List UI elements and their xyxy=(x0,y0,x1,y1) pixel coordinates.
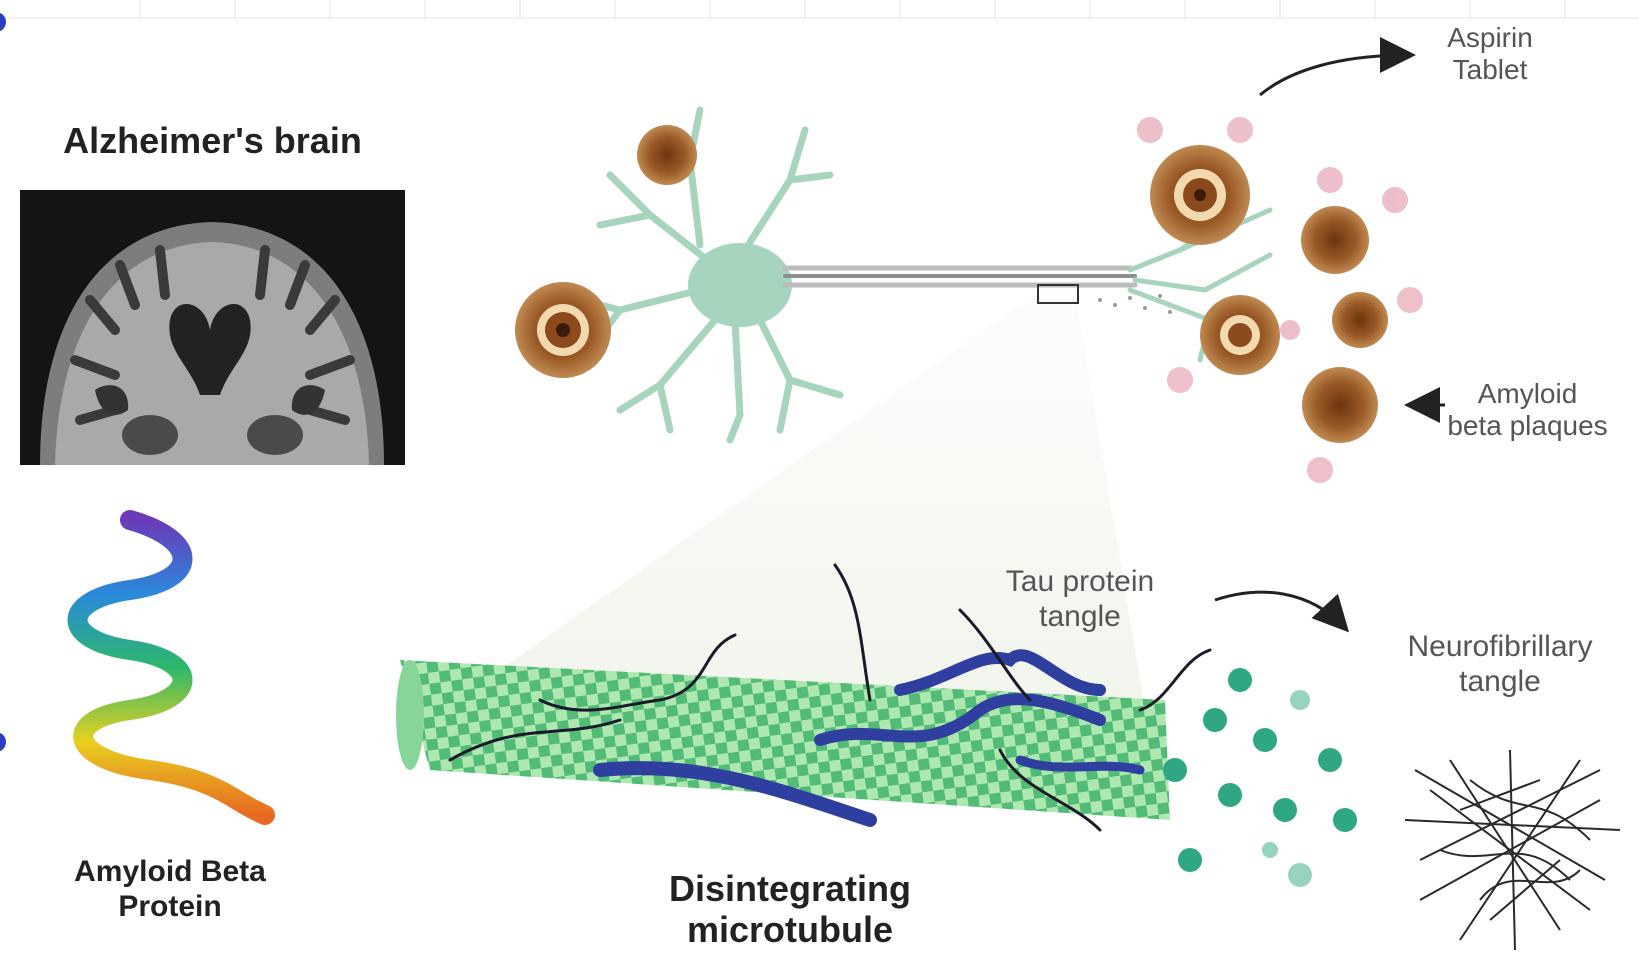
label-tau-protein-tangle: Tau protein tangle xyxy=(960,565,1200,634)
label-plaques-line1: Amyloid xyxy=(1420,378,1635,410)
label-protein-line1: Amyloid Beta xyxy=(40,855,300,890)
label-plaques-line2: beta plaques xyxy=(1420,410,1635,442)
label-aspirin-line2: Tablet xyxy=(1420,54,1560,86)
plaque-small xyxy=(1332,292,1388,348)
label-aspirin-line1: Aspirin xyxy=(1420,22,1560,54)
label-microtubule-line1: Disintegrating xyxy=(620,868,960,909)
label-tau-line2: tangle xyxy=(960,600,1200,635)
neurofibrillary-tangle xyxy=(1405,750,1620,950)
label-neurofibrillary-line1: Neurofibrillary xyxy=(1370,630,1630,665)
plaque-small xyxy=(1301,206,1369,274)
label-alzheimers-brain: Alzheimer's brain xyxy=(20,120,405,161)
plaque-ringed xyxy=(1150,145,1250,245)
label-neurofibrillary-tangle: Neurofibrillary tangle xyxy=(1370,630,1630,699)
teal-dots xyxy=(1163,668,1357,887)
plaque-small xyxy=(637,125,697,185)
mri-brain-image xyxy=(20,190,405,465)
label-microtubule-line2: microtubule xyxy=(620,909,960,950)
label-neurofibrillary-line2: tangle xyxy=(1370,665,1630,700)
plaque-ringed xyxy=(515,282,611,378)
amyloid-helix xyxy=(78,520,266,815)
label-amyloid-beta-plaques: Amyloid beta plaques xyxy=(1420,378,1635,442)
label-disintegrating-microtubule: Disintegrating microtubule xyxy=(620,868,960,951)
label-protein-line2: Protein xyxy=(40,890,300,925)
background-grid xyxy=(0,0,1639,18)
label-tau-line1: Tau protein xyxy=(960,565,1200,600)
label-aspirin-tablet: Aspirin Tablet xyxy=(1420,22,1560,86)
aspirin-arrow xyxy=(1260,55,1410,95)
tau-arrow xyxy=(1215,592,1345,628)
edge-marker-bottom xyxy=(0,732,6,752)
plaque-small xyxy=(1302,367,1378,443)
plaque-ringed xyxy=(1200,295,1280,375)
edge-marker-top xyxy=(0,12,6,32)
label-amyloid-beta-protein: Amyloid Beta Protein xyxy=(40,855,300,924)
